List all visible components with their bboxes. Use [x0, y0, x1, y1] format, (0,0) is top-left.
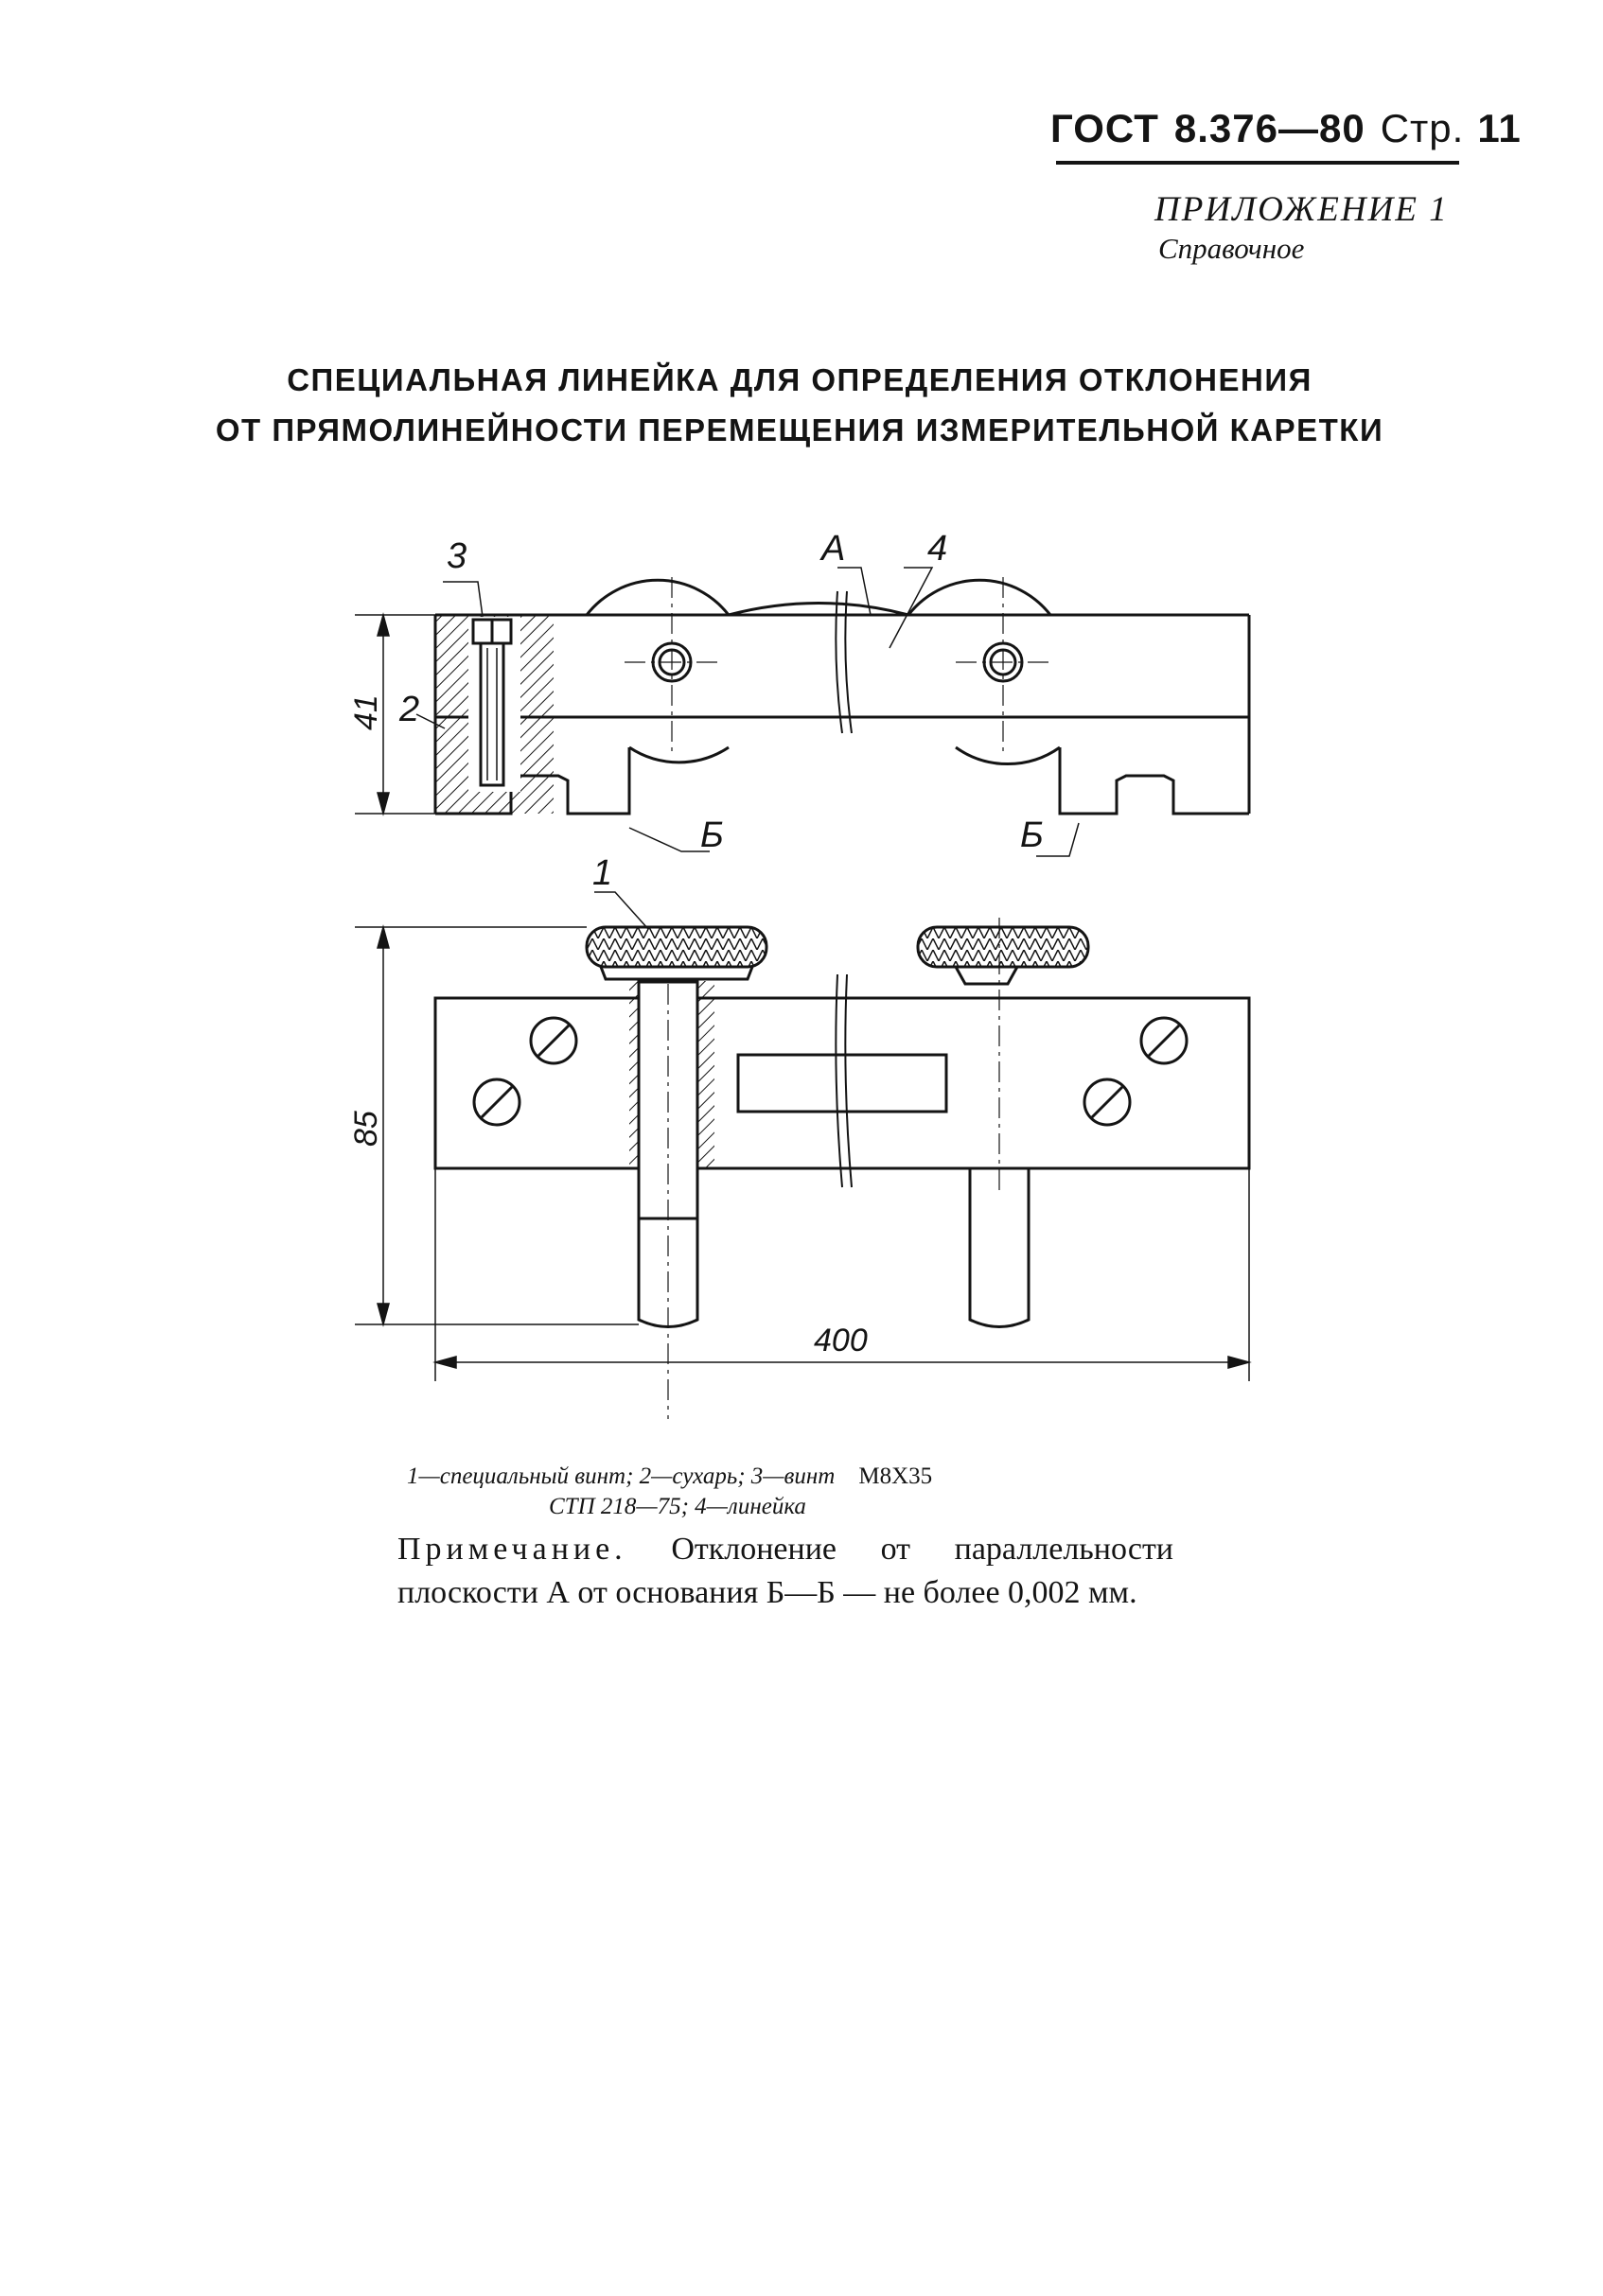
page-label: Стр.: [1380, 106, 1465, 150]
wheel-right: [907, 578, 1061, 765]
front-view: [355, 891, 1252, 1419]
break-lines-front: [835, 973, 853, 1188]
dimension-41: [355, 612, 435, 816]
note-text: Отклонение от параллельности плоскости А…: [397, 1532, 1173, 1610]
ruler-body-top: [433, 613, 1251, 815]
dimension-400: [432, 1168, 1252, 1381]
dimension-85: [355, 924, 639, 1327]
item-4-label: 4: [927, 529, 947, 569]
knob-left: [585, 925, 768, 981]
document-title: СПЕЦИАЛЬНАЯ ЛИНЕЙКА ДЛЯ ОПРЕДЕЛЕНИЯ ОТКЛ…: [208, 355, 1391, 455]
leaders-top: [415, 567, 1080, 857]
knob-right: [916, 925, 1090, 986]
dimension-41-text: 41: [348, 694, 384, 730]
title-line-2: ОТ ПРЯМОЛИНЕЙНОСТИ ПЕРЕМЕЩЕНИЯ ИЗМЕРИТЕЛ…: [215, 412, 1384, 447]
ruler-strip: [728, 602, 909, 617]
caption-line-2: СТП 218—75; 4—линейка: [549, 1494, 806, 1519]
base-b-left-label: Б: [700, 815, 724, 855]
fastener-screws: [472, 1016, 1189, 1127]
base-b-right-label: Б: [1020, 815, 1044, 855]
standard-number: 8.376—80: [1173, 106, 1365, 150]
title-line-1: СПЕЦИАЛЬНАЯ ЛИНЕЙКА ДЛЯ ОПРЕДЕЛЕНИЯ ОТКЛ…: [287, 362, 1312, 397]
technical-drawing: 3 2 А 4 Б Б 1 41 85 400: [348, 529, 1252, 1419]
appendix-title: ПРИЛОЖЕНИЕ 1: [1154, 190, 1449, 229]
break-lines-top: [835, 590, 853, 734]
page-header: ГОСТ 8.376—80 Стр. 11: [1050, 106, 1521, 163]
section-screw-3: [435, 615, 554, 814]
caption-line-1: 1—специальный винт; 2—сухарь; 3—винт: [407, 1463, 836, 1489]
header-rule: [1056, 161, 1459, 165]
center-lines-top: [625, 577, 1050, 757]
figure-caption: 1—специальный винт; 2—сухарь; 3—винт M8X…: [407, 1462, 1183, 1522]
item-2-label: 2: [398, 690, 419, 729]
item-1-label: 1: [592, 853, 612, 893]
page-number: 11: [1477, 106, 1522, 150]
top-view: [355, 567, 1251, 857]
appendix-subtitle: Справочное: [1158, 232, 1305, 265]
item-3-label: 3: [447, 536, 467, 576]
standard-label: ГОСТ: [1050, 106, 1159, 150]
caption-spec: M8X35: [858, 1463, 933, 1489]
wheel-left: [585, 578, 731, 764]
note-label: Примечание.: [397, 1532, 627, 1567]
note: Примечание. Отклонение от параллельности…: [397, 1528, 1173, 1615]
plane-a-label: А: [819, 529, 845, 569]
dimension-85-text: 85: [348, 1111, 384, 1147]
dimension-400-text: 400: [814, 1323, 868, 1358]
